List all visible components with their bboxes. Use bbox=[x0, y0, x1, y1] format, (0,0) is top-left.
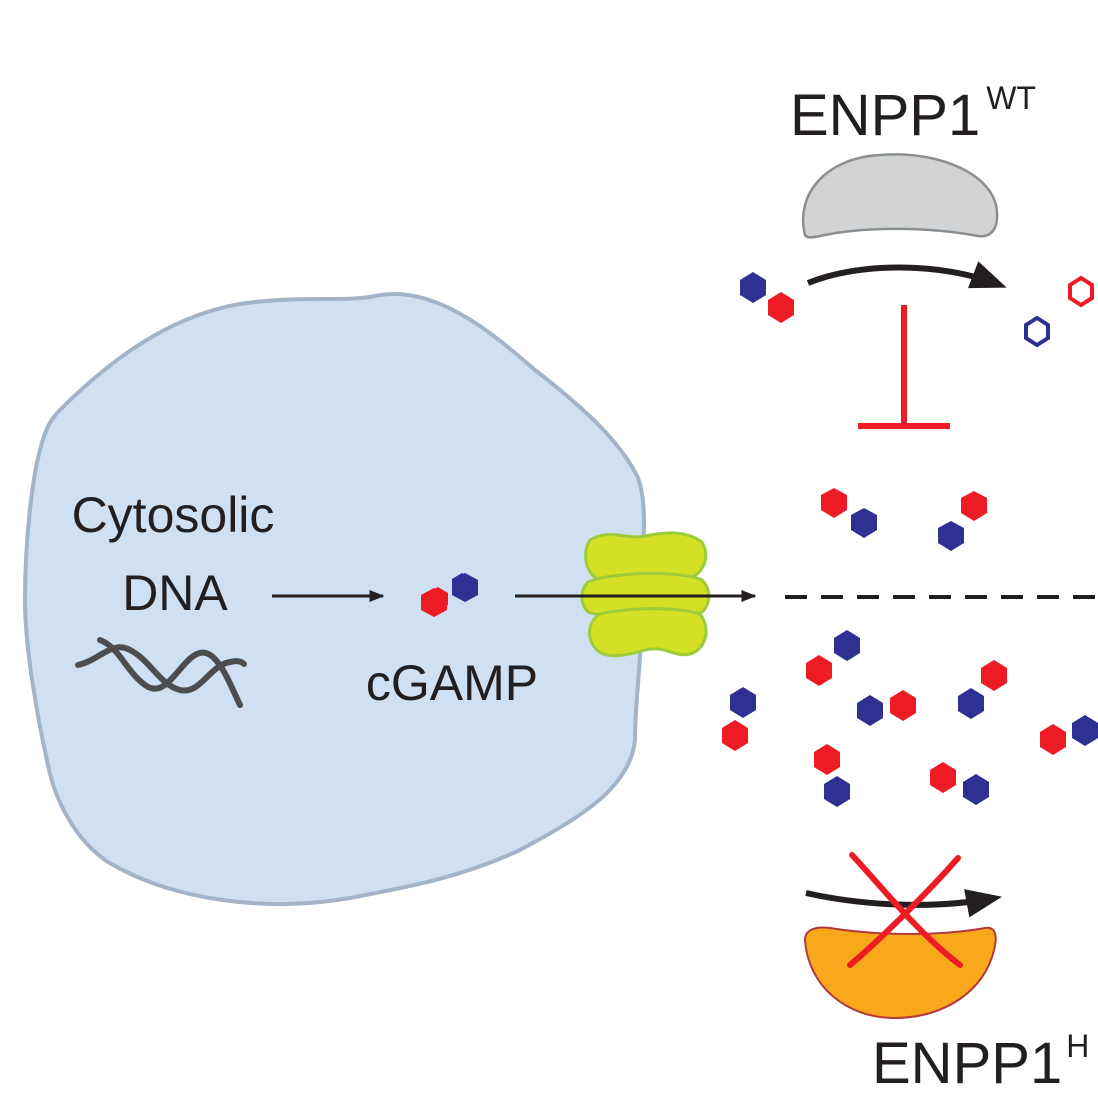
blocked-hydrolysis-arrow bbox=[805, 889, 1003, 918]
cgamp-molecule-icon bbox=[821, 488, 877, 538]
cytosolic-label: Cytosolic bbox=[72, 487, 275, 543]
cgamp-molecule-icon bbox=[722, 687, 756, 751]
cgamp-molecule-icon bbox=[1040, 715, 1098, 755]
cross-mark-icon bbox=[847, 852, 963, 968]
cgamp-molecule-icon bbox=[958, 660, 1007, 719]
product-hexagon-icon bbox=[1024, 315, 1050, 348]
cgamp-molecule-icon bbox=[421, 573, 478, 617]
hydrolysis-arrow bbox=[806, 261, 1007, 289]
cgamp-molecule-icon bbox=[938, 491, 987, 551]
cgamp-label: cGAMP bbox=[366, 655, 538, 711]
cgamp-molecule-icon bbox=[740, 272, 794, 323]
dna-helix-icon bbox=[75, 637, 247, 708]
enpp1-wt-superscript: WT bbox=[986, 80, 1036, 116]
enpp1-mutant-superscript: H bbox=[1066, 1028, 1089, 1064]
enzyme-wt-icon bbox=[802, 153, 999, 239]
transporter-channel-icon bbox=[580, 531, 711, 658]
cgamp-molecule-icon bbox=[814, 744, 850, 807]
inhibition-bar-icon bbox=[858, 305, 950, 429]
cgamp-molecule-icon bbox=[806, 630, 860, 686]
cgamp-molecule-icon bbox=[930, 762, 989, 805]
product-hexagon-icon bbox=[1068, 275, 1094, 308]
cgamp-molecule-icon bbox=[857, 690, 916, 726]
enzyme-mutant-icon bbox=[803, 926, 997, 1020]
dna-label: DNA bbox=[122, 565, 228, 621]
cell-body bbox=[22, 292, 647, 906]
